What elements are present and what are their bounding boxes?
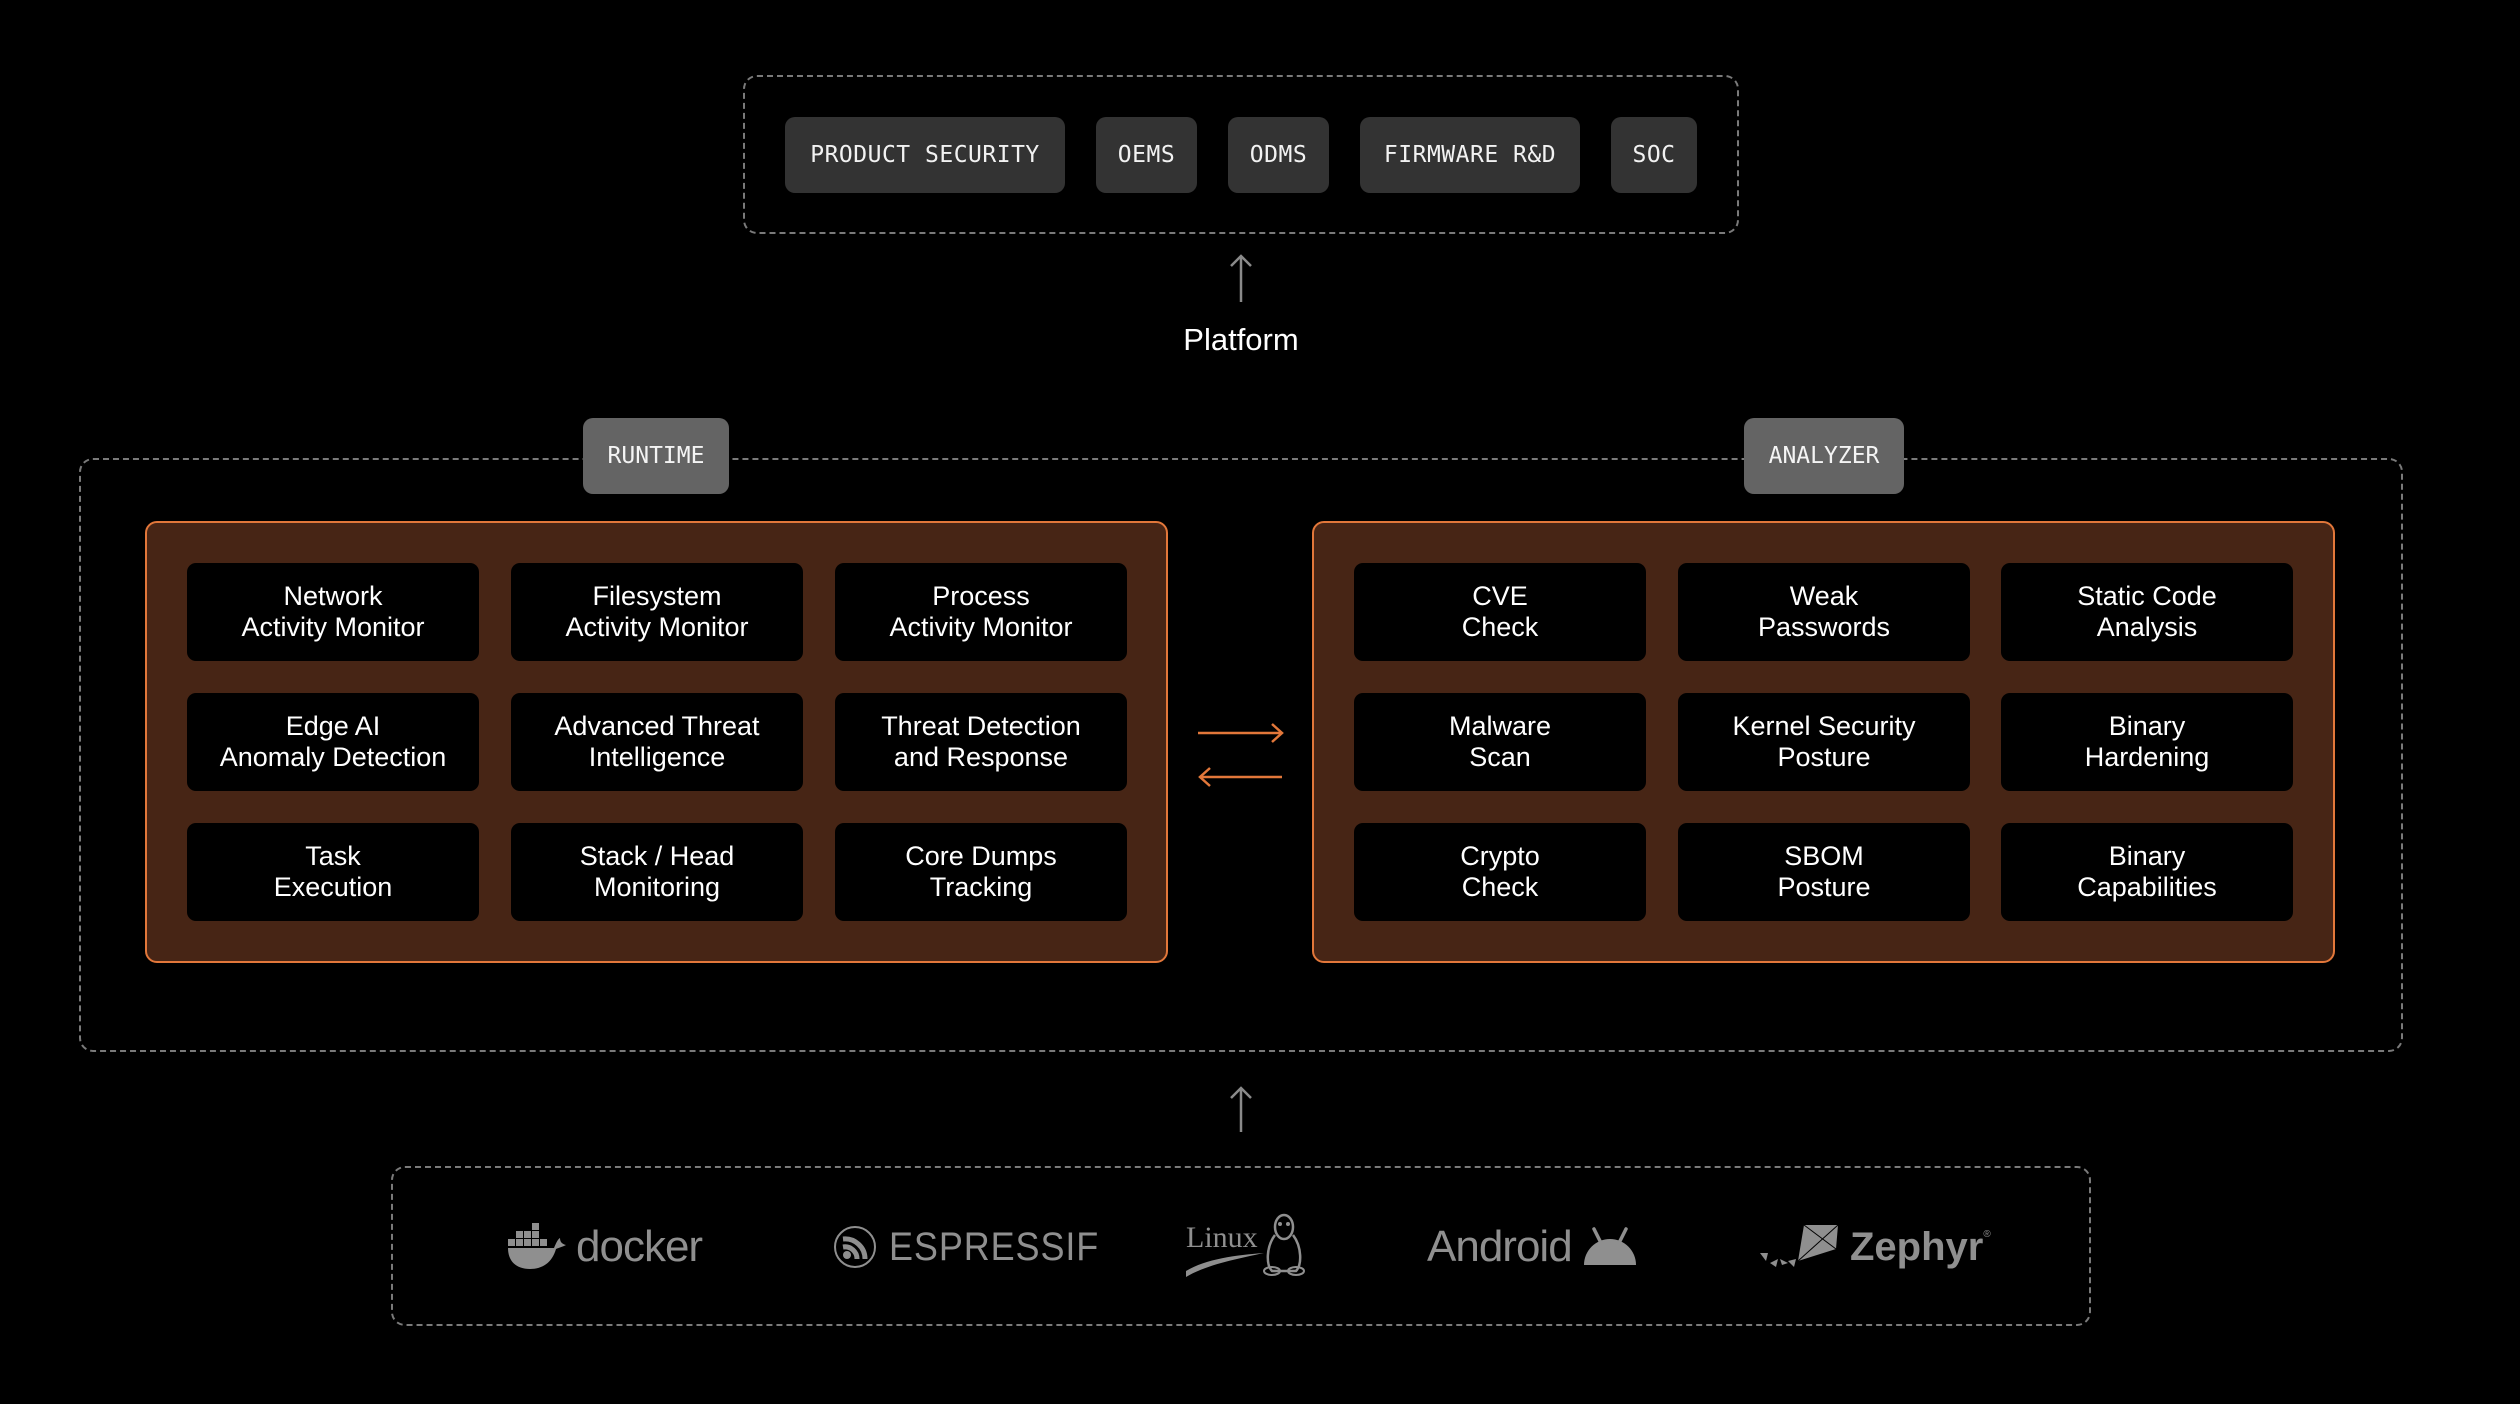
analyzer-card-binary-hardening: Binary Hardening	[2001, 693, 2293, 791]
arrow-right-icon	[1198, 723, 1284, 743]
runtime-card-process-activity-monitor: Process Activity Monitor	[835, 563, 1127, 661]
consumer-odms: ODMS	[1228, 117, 1329, 193]
runtime-card-network-activity-monitor: Network Activity Monitor	[187, 563, 479, 661]
docker-label: docker	[576, 1222, 703, 1271]
runtime-card-advanced-threat-intelligence: Advanced Threat Intelligence	[511, 693, 803, 791]
platform-label: Platform	[1183, 322, 1299, 357]
arrow-up-icon	[1230, 254, 1252, 302]
analyzer-card-crypto-check: Crypto Check	[1354, 823, 1646, 921]
logo-android: Android	[1427, 1207, 1638, 1287]
arrow-up-icon	[1230, 1086, 1252, 1132]
logo-docker: docker	[508, 1207, 703, 1287]
analyzer-card-malware-scan: Malware Scan	[1354, 693, 1646, 791]
docker-whale-icon	[508, 1223, 566, 1269]
espressif-label: ESPRESSIF	[889, 1224, 1100, 1269]
runtime-card-core-dumps-tracking: Core Dumps Tracking	[835, 823, 1127, 921]
android-robot-icon	[1583, 1227, 1636, 1265]
consumer-product-security: PRODUCT SECURITY	[785, 117, 1065, 193]
runtime-card-filesystem-activity-monitor: Filesystem Activity Monitor	[511, 563, 803, 661]
runtime-card-threat-detection-response: Threat Detection and Response	[835, 693, 1127, 791]
consumer-soc: SOC	[1611, 117, 1697, 193]
analyzer-tag: ANALYZER	[1744, 418, 1904, 494]
analyzer-card-kernel-security-posture: Kernel Security Posture	[1678, 693, 1970, 791]
analyzer-card-static-code-analysis: Static Code Analysis	[2001, 563, 2293, 661]
arrow-left-icon	[1198, 767, 1282, 787]
platform-group	[79, 458, 2403, 1052]
analyzer-card-sbom-posture: SBOM Posture	[1678, 823, 1970, 921]
analyzer-card-cve-check: CVE Check	[1354, 563, 1646, 661]
android-label: Android	[1427, 1222, 1573, 1271]
runtime-card-task-execution: Task Execution	[187, 823, 479, 921]
logo-espressif: ESPRESSIF	[833, 1207, 1123, 1287]
consumer-firmware-rd: FIRMWARE R&D	[1360, 117, 1580, 193]
consumers-group	[743, 75, 1739, 234]
registered-mark: ®	[1983, 1229, 1991, 1240]
logo-linux: Linux	[1186, 1207, 1306, 1287]
runtime-card-stack-head-monitoring: Stack / Head Monitoring	[511, 823, 803, 921]
espressif-icon	[834, 1226, 876, 1268]
tux-penguin-icon	[1263, 1213, 1305, 1276]
runtime-card-edge-ai-anomaly-detection: Edge AI Anomaly Detection	[187, 693, 479, 791]
zephyr-kite-icon	[1760, 1224, 1839, 1267]
runtime-tag: RUNTIME	[583, 418, 729, 494]
linux-label: Linux	[1186, 1221, 1258, 1254]
targets-group	[391, 1166, 2091, 1326]
analyzer-card-binary-capabilities: Binary Capabilities	[2001, 823, 2293, 921]
logo-zephyr: Zephyr ®	[1758, 1207, 1991, 1287]
swoosh-decoration	[1186, 1253, 1264, 1277]
consumer-oems: OEMS	[1096, 117, 1197, 193]
analyzer-card-weak-passwords: Weak Passwords	[1678, 563, 1970, 661]
zephyr-label: Zephyr	[1850, 1224, 1984, 1269]
